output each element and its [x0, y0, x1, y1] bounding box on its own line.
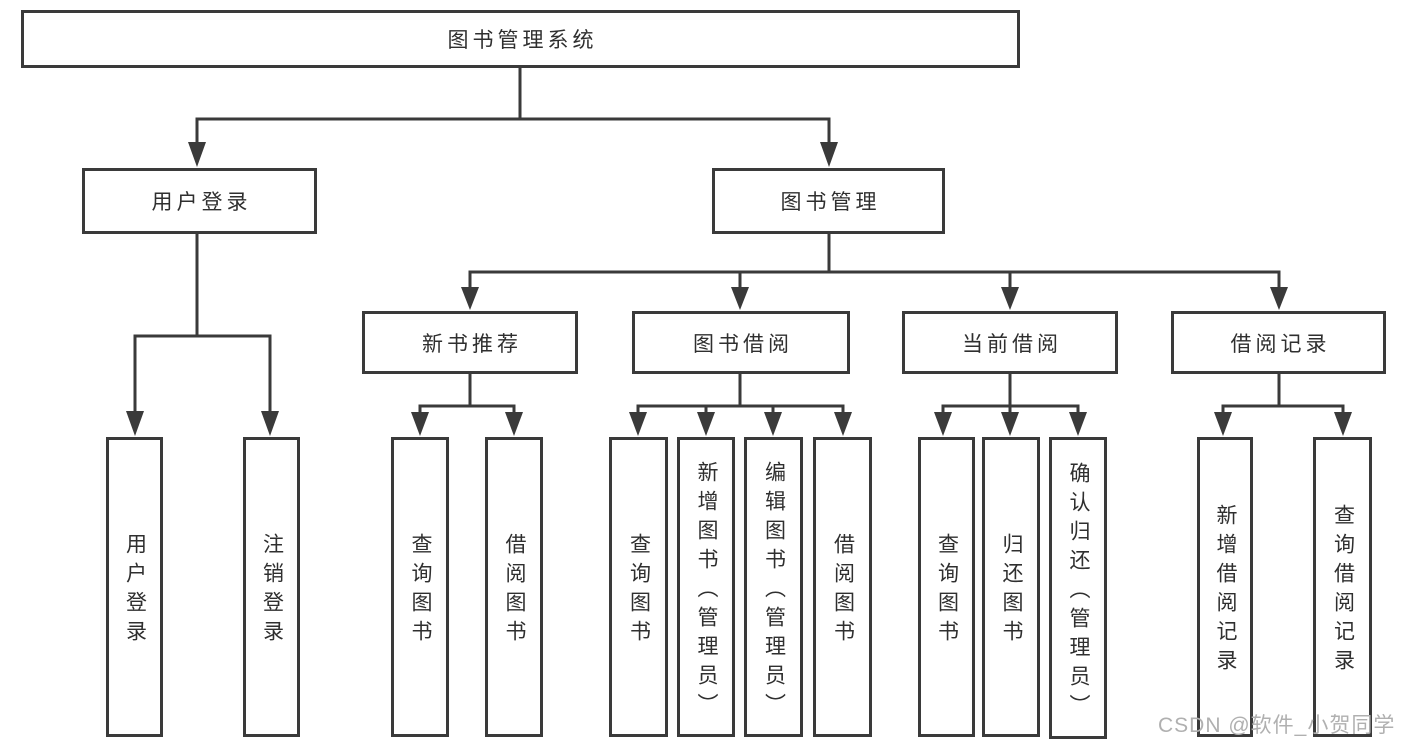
leaf-label: 注销登录 [260, 533, 284, 649]
csdn-watermark: CSDN @软件_小贺同学 [1158, 714, 1396, 737]
leaf-query-books: 查询图书 [391, 437, 449, 737]
leaf-borrow-books: 借阅图书 [485, 437, 543, 737]
leaf-label: 查询借阅记录 [1331, 504, 1355, 678]
leaf-label: 查询图书 [935, 533, 959, 649]
leaf-query-borrow-record: 查询借阅记录 [1313, 437, 1372, 737]
leaf-query-books-3: 查询图书 [918, 437, 975, 737]
leaf-label: 归还图书 [1000, 533, 1023, 649]
node-book-management: 图书管理 [712, 168, 945, 234]
leaf-user-login: 用户登录 [106, 437, 163, 737]
leaf-label: 借阅图书 [503, 533, 526, 649]
leaf-label: 借阅图书 [831, 533, 855, 649]
leaf-label: 用户登录 [123, 533, 147, 649]
leaf-label: 新增图书（管理员） [695, 460, 718, 722]
leaf-borrow-books-2: 借阅图书 [813, 437, 872, 737]
node-user-login: 用户登录 [82, 168, 317, 234]
leaf-logout: 注销登录 [243, 437, 300, 737]
leaf-label: 查询图书 [409, 533, 432, 649]
node-borrow-records: 借阅记录 [1171, 311, 1386, 374]
leaf-label: 新增借阅记录 [1214, 504, 1237, 678]
node-root: 图书管理系统 [21, 10, 1020, 68]
leaf-add-borrow-record: 新增借阅记录 [1197, 437, 1253, 737]
leaf-query-books-2: 查询图书 [609, 437, 668, 737]
leaf-label: 确认归还（管理员） [1067, 461, 1090, 723]
node-book-borrow: 图书借阅 [632, 311, 850, 374]
node-new-book-recommend: 新书推荐 [362, 311, 578, 374]
leaf-add-book-admin: 新增图书（管理员） [677, 437, 735, 737]
leaf-label: 查询图书 [627, 533, 651, 649]
arrowheads [126, 142, 1352, 436]
node-current-borrow: 当前借阅 [902, 311, 1118, 374]
leaf-edit-book-admin: 编辑图书（管理员） [744, 437, 803, 737]
leaf-label: 编辑图书（管理员） [762, 460, 786, 722]
leaf-confirm-return-admin: 确认归还（管理员） [1049, 437, 1107, 739]
leaf-return-book: 归还图书 [982, 437, 1040, 737]
